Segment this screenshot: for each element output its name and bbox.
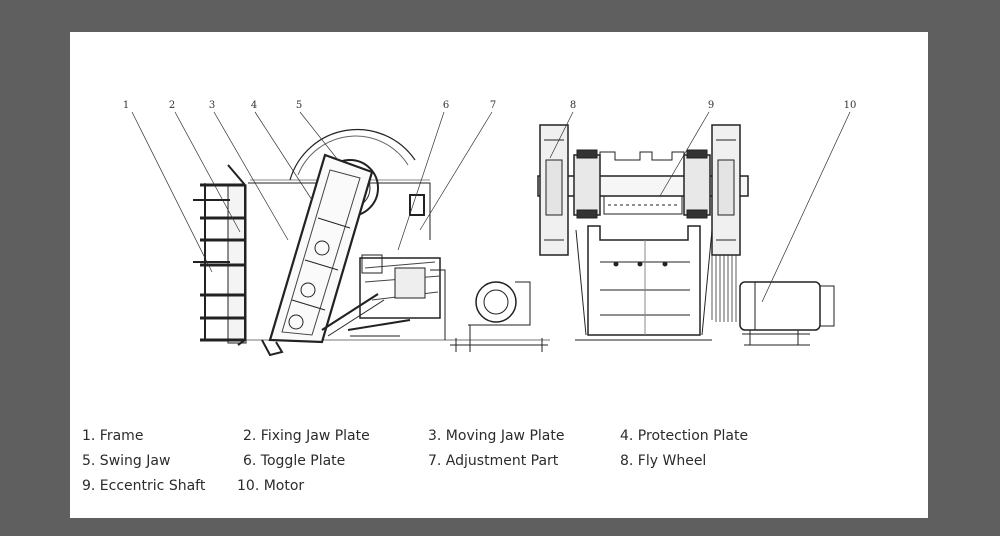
front-view	[537, 124, 835, 346]
callout-numbers: 1 2 3 4 5 6 7 8 9 10	[123, 100, 857, 111]
legend-item: 4. Protection Plate	[620, 428, 749, 444]
diagram-panel	[70, 32, 928, 518]
callout-1: 1	[123, 100, 129, 111]
legend-item: 3. Moving Jaw Plate	[428, 428, 565, 444]
legend-item: 9. Eccentric Shaft	[82, 478, 206, 494]
legend-item: 7. Adjustment Part	[428, 453, 559, 469]
callout-9: 9	[708, 100, 714, 111]
legend-item: 2. Fixing Jaw Plate	[243, 428, 370, 444]
legend-item: 8. Fly Wheel	[620, 453, 707, 469]
callout-lines	[131, 111, 851, 303]
legend-item: 10. Motor	[237, 478, 305, 494]
callout-7: 7	[490, 100, 496, 111]
callout-8: 8	[570, 100, 576, 111]
side-view	[193, 128, 550, 357]
callout-5: 5	[296, 100, 302, 111]
callout-6: 6	[443, 100, 449, 111]
legend-item: 1. Frame	[82, 428, 144, 444]
legend-item: 5. Swing Jaw	[82, 453, 171, 469]
callout-10: 10	[844, 100, 857, 111]
callout-2: 2	[169, 100, 175, 111]
callout-3: 3	[209, 100, 215, 111]
legend-item: 6. Toggle Plate	[243, 453, 346, 469]
callout-4: 4	[251, 100, 257, 111]
